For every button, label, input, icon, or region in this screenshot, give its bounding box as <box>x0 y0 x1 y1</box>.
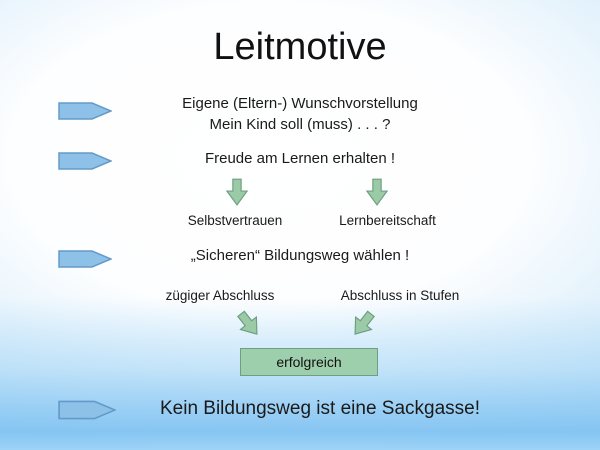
arrow-right-icon <box>58 102 112 120</box>
arrow-right-icon <box>58 152 112 170</box>
choice-line: „Sicheren“ Bildungsweg wählen ! <box>190 247 410 264</box>
outcome-right-label: Lernbereitschaft <box>339 213 436 228</box>
arrow-down-icon <box>366 178 388 206</box>
wish-line-2: Mein Kind soll (muss) . . . ? <box>209 116 391 133</box>
conclusion-line: Kein Bildungsweg ist eine Sackgasse! <box>159 398 481 419</box>
arrow-right-icon <box>58 250 112 268</box>
outcome-left-label: Selbstvertrauen <box>187 213 283 228</box>
path-left-label: zügiger Abschluss <box>165 288 275 303</box>
slide-title: Leitmotive <box>213 26 387 68</box>
arrow-down-icon <box>226 178 248 206</box>
path-right-label: Abschluss in Stufen <box>340 288 460 303</box>
goal-line: Freude am Lernen erhalten ! <box>204 150 396 167</box>
arrow-down-left-icon <box>354 310 375 335</box>
result-box: erfolgreich <box>240 348 378 376</box>
wish-block: Eigene (Eltern-) Wunschvorstellung Mein … <box>0 93 600 135</box>
arrow-right-icon <box>58 400 116 420</box>
arrow-down-right-icon <box>237 310 258 335</box>
result-label: erfolgreich <box>276 354 342 370</box>
wish-line-1: Eigene (Eltern-) Wunschvorstellung <box>182 95 418 112</box>
